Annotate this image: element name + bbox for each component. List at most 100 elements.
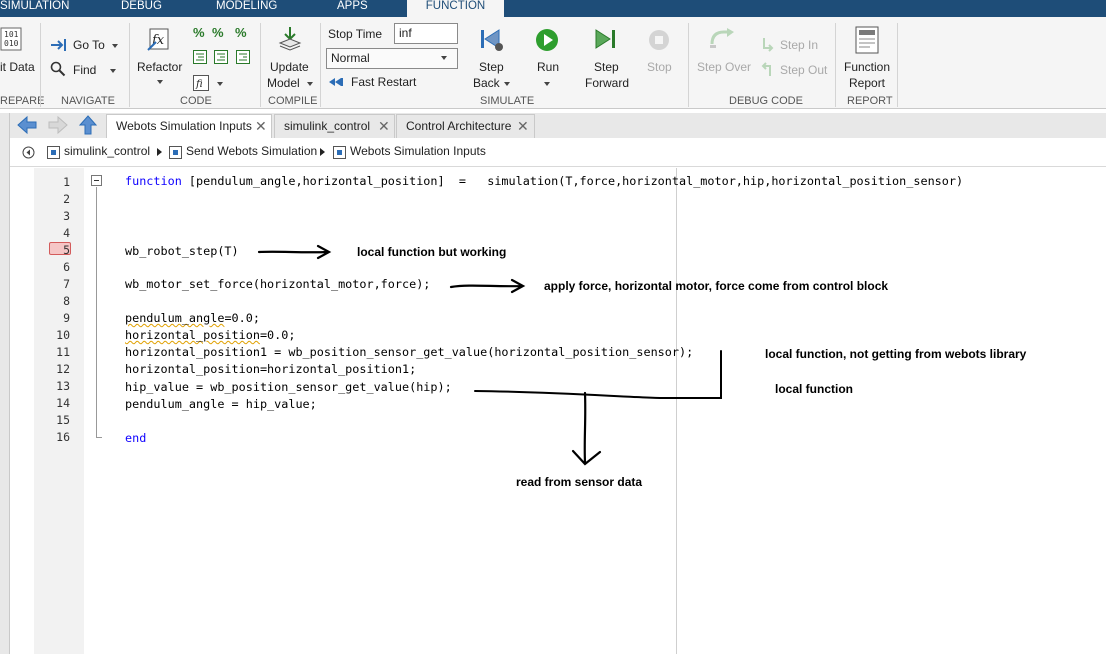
close-icon[interactable]: ✕: [378, 118, 390, 134]
breadcrumb-simulink-control[interactable]: simulink_control: [64, 144, 151, 158]
back-arrow-icon[interactable]: [16, 115, 38, 135]
breadcrumb-webots-simulation-inputs[interactable]: Webots Simulation Inputs: [350, 144, 486, 158]
fast-restart-button[interactable]: Fast Restart: [351, 75, 417, 89]
code-line-11[interactable]: horizontal_position1 = wb_position_senso…: [125, 345, 694, 359]
model-icon: [47, 146, 60, 159]
chevron-down-icon[interactable]: [110, 69, 116, 73]
code-line-16[interactable]: end: [125, 431, 147, 445]
step-forward-icon[interactable]: [593, 27, 619, 53]
chevron-down-icon[interactable]: [504, 82, 510, 86]
run-icon[interactable]: [535, 28, 559, 52]
line-number[interactable]: 12: [56, 362, 70, 376]
line-number[interactable]: 5: [63, 243, 70, 257]
step-out-button[interactable]: Step Out: [780, 63, 828, 77]
line-number[interactable]: 10: [56, 328, 70, 342]
chevron-down-icon[interactable]: [112, 44, 118, 48]
wrap-comment-icon[interactable]: %: [235, 25, 247, 40]
code-line-14[interactable]: pendulum_angle = hip_value;: [125, 397, 317, 411]
line-number[interactable]: 13: [56, 379, 70, 393]
line-number[interactable]: 6: [63, 260, 70, 274]
search-icon[interactable]: [50, 61, 66, 77]
tab-modeling[interactable]: MODELING: [216, 0, 278, 12]
refactor-icon[interactable]: fx: [146, 26, 172, 52]
line-number[interactable]: 9: [63, 311, 70, 325]
chevron-down-icon[interactable]: [307, 82, 313, 86]
step-out-icon[interactable]: [760, 61, 774, 77]
function-report-label-1[interactable]: Function: [844, 60, 891, 74]
function-report-label-2[interactable]: Report: [849, 76, 886, 90]
step-over-button[interactable]: Step Over: [697, 60, 752, 74]
simulation-mode-select[interactable]: Normal: [326, 48, 458, 69]
chevron-down-icon[interactable]: [157, 80, 163, 84]
code-line-9[interactable]: pendulum_angle=0.0;: [125, 311, 260, 325]
edit-data-label[interactable]: it Data: [0, 60, 35, 74]
chevron-down-icon[interactable]: [441, 56, 447, 60]
increase-indent-icon[interactable]: [236, 50, 250, 64]
close-icon[interactable]: ✕: [255, 118, 267, 134]
function-hint-icon[interactable]: fi: [193, 75, 209, 91]
doc-tab-simulink-control[interactable]: simulink_control ✕: [274, 114, 395, 138]
code-line-7[interactable]: wb_motor_set_force(horizontal_motor,forc…: [125, 277, 431, 291]
stop-time-input[interactable]: inf: [394, 23, 458, 44]
code-line-13[interactable]: hip_value = wb_position_sensor_get_value…: [125, 380, 452, 394]
go-to-icon[interactable]: [50, 38, 68, 52]
up-arrow-icon[interactable]: [78, 115, 98, 135]
chevron-down-icon[interactable]: [217, 82, 223, 86]
update-model-label-1[interactable]: Update: [270, 60, 309, 74]
chevron-down-icon[interactable]: [544, 82, 550, 86]
tab-apps[interactable]: APPS: [337, 0, 368, 12]
line-number[interactable]: 1: [63, 175, 70, 189]
line-number[interactable]: 3: [63, 209, 70, 223]
stop-icon[interactable]: [648, 29, 670, 51]
code-line-5[interactable]: wb_robot_step(T): [125, 244, 239, 258]
step-in-icon[interactable]: [760, 37, 774, 53]
code-line-1[interactable]: function [pendulum_angle,horizontal_posi…: [125, 174, 963, 188]
breadcrumb-send-webots-simulation[interactable]: Send Webots Simulation: [186, 144, 318, 158]
step-forward-label-1[interactable]: Step: [594, 60, 619, 74]
line-number[interactable]: 7: [63, 277, 70, 291]
find-button[interactable]: Find: [73, 63, 97, 77]
step-back-icon[interactable]: [479, 27, 505, 53]
function-report-icon[interactable]: [854, 26, 880, 54]
line-number[interactable]: 16: [56, 430, 70, 444]
comment-icon[interactable]: %: [193, 25, 205, 40]
line-number[interactable]: 11: [56, 345, 70, 359]
line-number[interactable]: 8: [63, 294, 70, 308]
doc-tab-label: Control Architecture: [406, 119, 512, 133]
line-number[interactable]: 4: [63, 226, 70, 240]
tab-function[interactable]: FUNCTION: [407, 0, 504, 17]
doc-tab-webots-simulation-inputs[interactable]: Webots Simulation Inputs ✕: [106, 114, 272, 138]
smart-indent-icon[interactable]: [193, 50, 207, 64]
hide-explorer-icon[interactable]: [22, 146, 35, 159]
doc-tab-control-architecture[interactable]: Control Architecture ✕: [396, 114, 535, 138]
forward-arrow-icon[interactable]: [47, 115, 69, 135]
code-fold-line: [96, 187, 97, 437]
update-model-label-2[interactable]: Model: [267, 76, 300, 90]
annotation-note: local function but working: [357, 245, 507, 259]
code-line-10[interactable]: horizontal_position=0.0;: [125, 328, 295, 342]
step-forward-label-2[interactable]: Forward: [585, 76, 630, 90]
update-model-icon[interactable]: [277, 25, 303, 53]
stop-button[interactable]: Stop: [647, 60, 672, 74]
step-back-label-2[interactable]: Back: [473, 76, 500, 90]
step-in-button[interactable]: Step In: [780, 38, 819, 52]
code-editor[interactable]: [10, 168, 1106, 654]
code-line-12[interactable]: horizontal_position=horizontal_position1…: [125, 362, 417, 376]
line-number[interactable]: 2: [63, 192, 70, 206]
fast-restart-icon[interactable]: [328, 76, 345, 89]
uncomment-icon[interactable]: %: [212, 25, 224, 40]
run-button[interactable]: Run: [537, 60, 560, 74]
tab-simulation[interactable]: SIMULATION: [0, 0, 70, 12]
tab-debug[interactable]: DEBUG: [121, 0, 162, 12]
code-fold-toggle[interactable]: [91, 175, 102, 186]
decrease-indent-icon[interactable]: [214, 50, 228, 64]
breakpoint-marker[interactable]: [49, 242, 71, 255]
line-number[interactable]: 15: [56, 413, 70, 427]
refactor-button[interactable]: Refactor: [137, 60, 183, 74]
close-icon[interactable]: ✕: [517, 118, 529, 134]
step-over-icon[interactable]: [708, 28, 736, 50]
line-number[interactable]: 14: [56, 396, 70, 410]
go-to-button[interactable]: Go To: [73, 38, 105, 52]
step-back-label-1[interactable]: Step: [479, 60, 504, 74]
edit-data-icon[interactable]: 101 010: [0, 27, 22, 51]
